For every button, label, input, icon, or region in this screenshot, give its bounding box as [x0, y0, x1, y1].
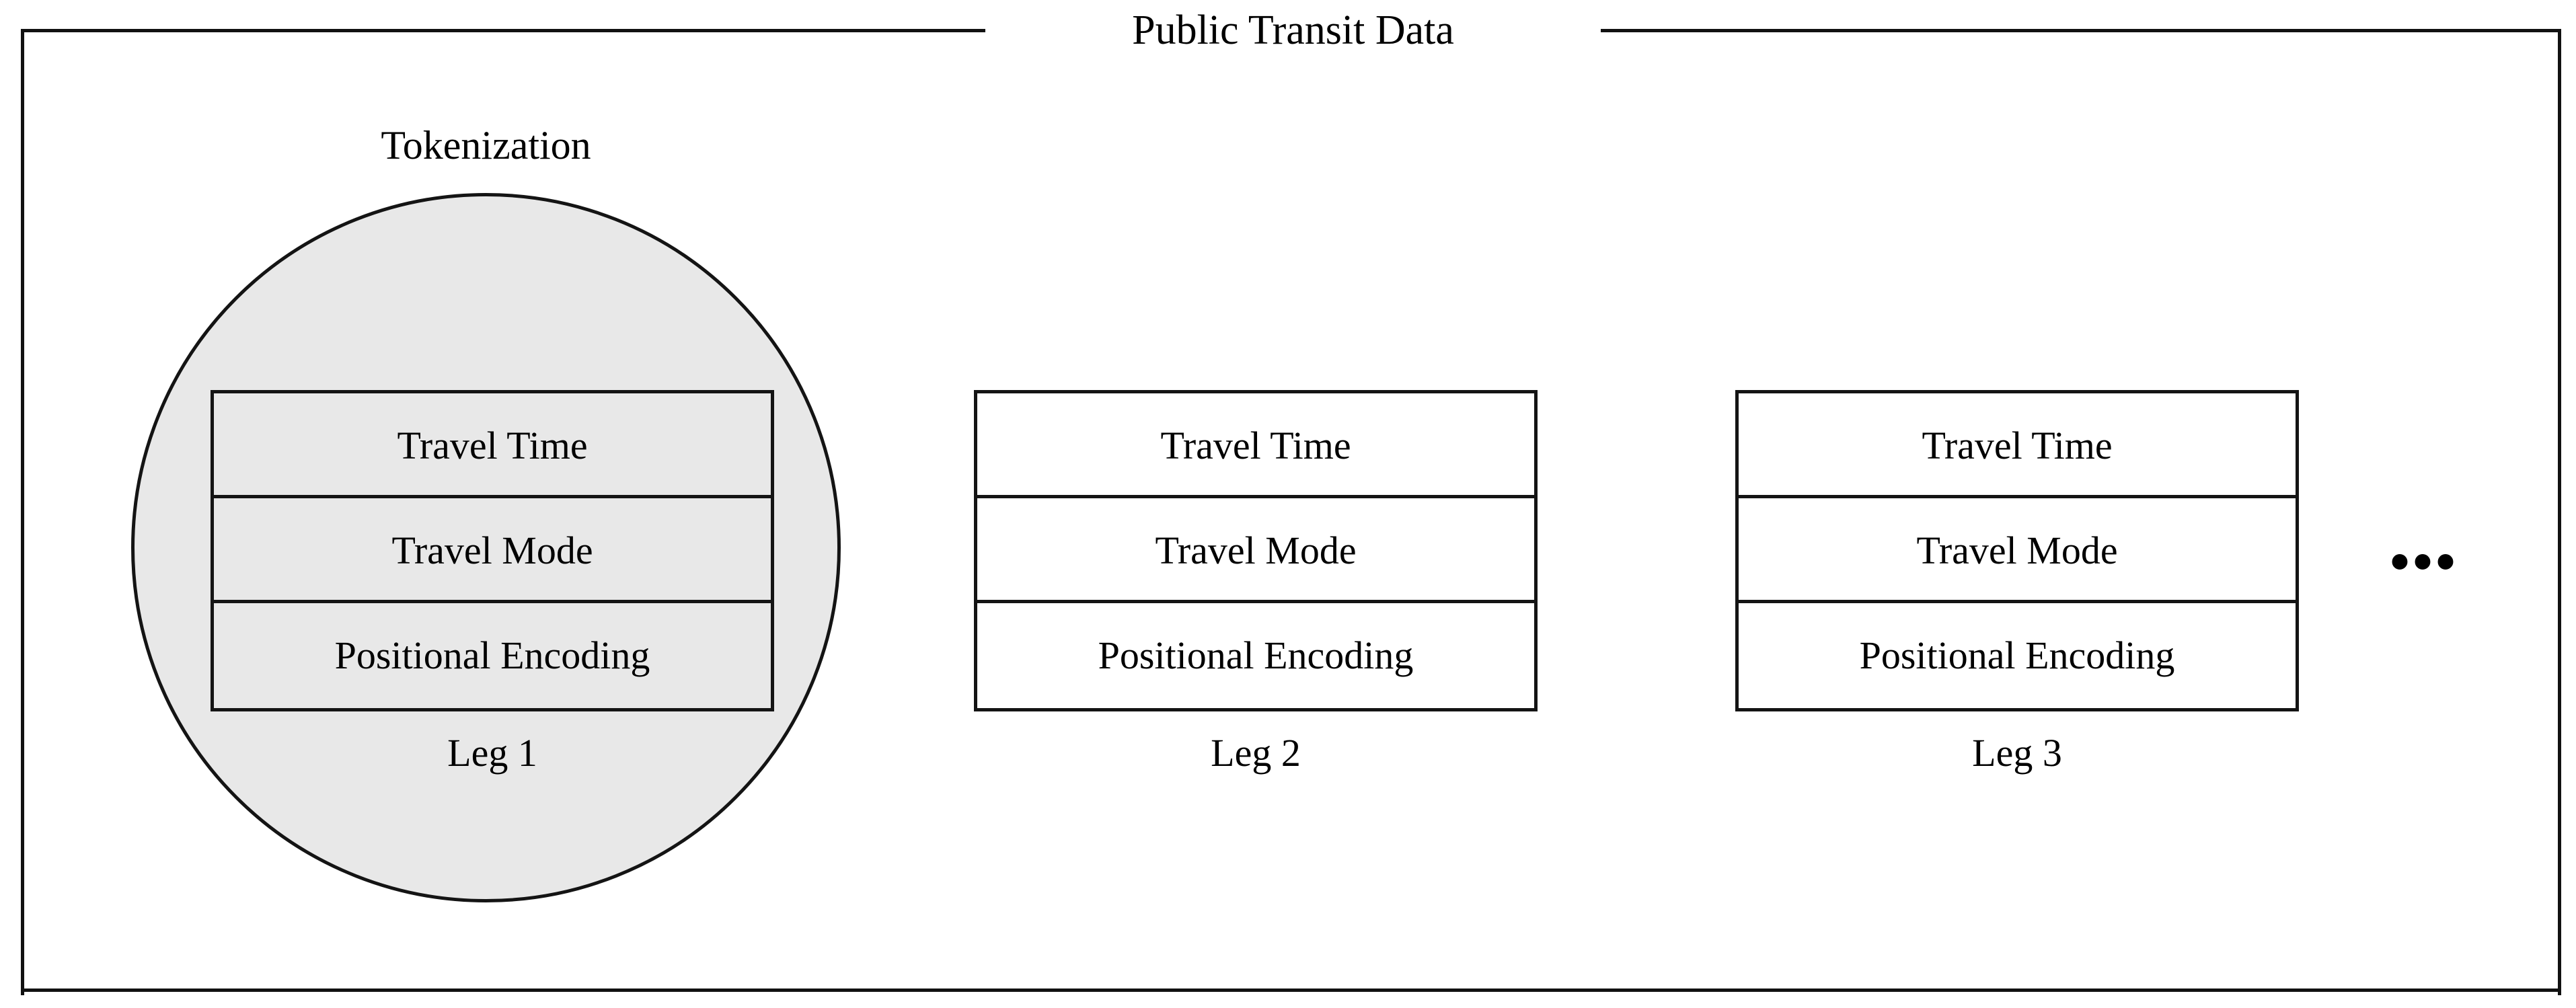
frame-bottom-border: [21, 988, 2561, 992]
leg-1-row-travel-time: Travel Time: [214, 393, 771, 498]
ellipsis-icon: •••: [2390, 531, 2460, 591]
leg-3-row-travel-mode: Travel Mode: [1739, 498, 2296, 603]
leg-3-row-positional-encoding: Positional Encoding: [1739, 603, 2296, 708]
leg-3-label: Leg 3: [1972, 731, 2062, 775]
leg-2-row-travel-mode: Travel Mode: [977, 498, 1534, 603]
leg-1-label: Leg 1: [447, 731, 537, 775]
leg-1-row-travel-mode: Travel Mode: [214, 498, 771, 603]
frame-left-border: [21, 29, 24, 995]
diagram-title: Public Transit Data: [985, 0, 1601, 61]
leg-2-label: Leg 2: [1211, 731, 1301, 775]
leg-3-row-travel-time: Travel Time: [1739, 393, 2296, 498]
leg-1-feature-stack: Travel Time Travel Mode Positional Encod…: [211, 390, 774, 711]
tokenization-label: Tokenization: [381, 123, 591, 167]
leg-3-feature-stack: Travel Time Travel Mode Positional Encod…: [1735, 390, 2299, 711]
leg-group-1: Travel Time Travel Mode Positional Encod…: [211, 390, 774, 775]
leg-group-2: Travel Time Travel Mode Positional Encod…: [974, 390, 1538, 775]
frame-right-border: [2558, 29, 2561, 995]
leg-2-row-positional-encoding: Positional Encoding: [977, 603, 1534, 708]
frame-top-border-left: [21, 29, 985, 32]
leg-group-3: Travel Time Travel Mode Positional Encod…: [1735, 390, 2299, 775]
leg-1-row-positional-encoding: Positional Encoding: [214, 603, 771, 708]
frame-top-border-right: [1601, 29, 2561, 32]
leg-2-row-travel-time: Travel Time: [977, 393, 1534, 498]
leg-2-feature-stack: Travel Time Travel Mode Positional Encod…: [974, 390, 1538, 711]
